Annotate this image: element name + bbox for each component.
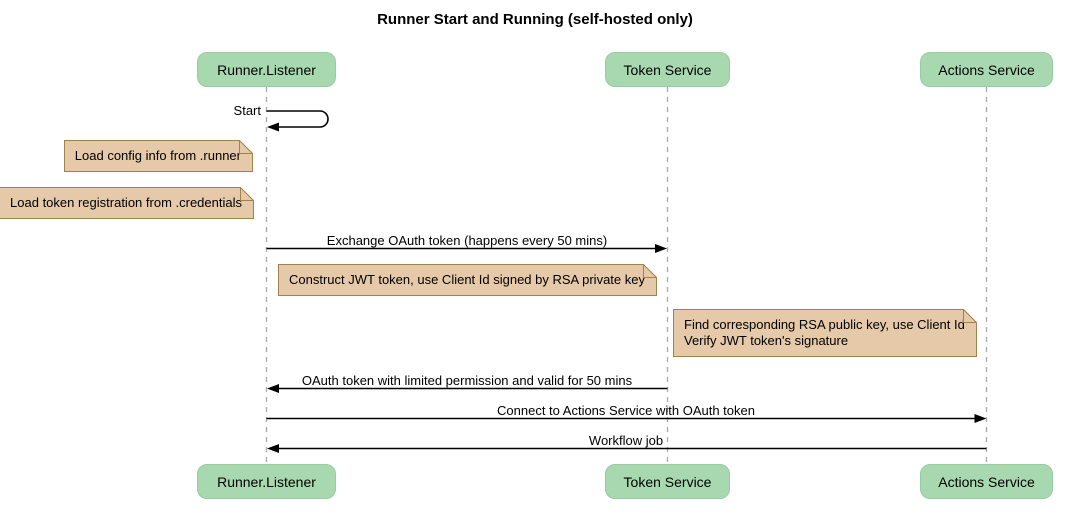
diagram-title: Runner Start and Running (self-hosted on…	[377, 11, 693, 28]
message-arrowhead-exchange-oauth-token	[655, 244, 667, 253]
participant-runner-listener-bottom: Runner.Listener	[197, 464, 336, 499]
note-fold-icon	[642, 264, 657, 278]
message-arrowhead-workflow-job	[267, 444, 279, 453]
note-load-config: Load config info from .runner	[63, 140, 253, 172]
message-label-exchange-oauth-token: Exchange OAuth token (happens every 50 m…	[326, 233, 608, 248]
note-verify-jwt-line2: Verify JWT token's signature	[684, 333, 849, 348]
participant-token-service-top: Token Service	[605, 52, 730, 87]
participant-actions-service-bottom: Actions Service	[920, 464, 1053, 499]
note-verify-jwt-line1: Find corresponding RSA public key, use C…	[684, 317, 965, 332]
note-fold-icon	[962, 309, 977, 323]
note-load-token-registration: Load token registration from .credential…	[0, 187, 254, 219]
note-construct-jwt: Construct JWT token, use Client Id signe…	[278, 264, 657, 296]
participant-actions-service-top: Actions Service	[920, 52, 1053, 87]
note-fold-icon	[239, 140, 253, 154]
message-label-oauth-token-return: OAuth token with limited permission and …	[301, 373, 633, 388]
note-verify-jwt: Find corresponding RSA public key, use C…	[673, 309, 977, 357]
message-arrowhead-connect-actions-service	[974, 414, 987, 423]
note-fold-icon	[240, 187, 254, 201]
self-message-arrowhead	[267, 122, 279, 132]
message-arrowhead-oauth-token-return	[267, 384, 279, 393]
note-load-config-text: Load config info from .runner	[74, 148, 241, 163]
message-label-workflow-job: Workflow job	[588, 433, 664, 448]
note-construct-jwt-text: Construct JWT token, use Client Id signe…	[289, 272, 645, 287]
self-message-loop	[266, 110, 329, 128]
message-label-start: Start	[233, 103, 261, 118]
participant-runner-listener-top: Runner.Listener	[197, 52, 336, 87]
participant-token-service-bottom: Token Service	[605, 464, 730, 499]
message-label-connect-actions-service: Connect to Actions Service with OAuth to…	[497, 403, 755, 418]
note-load-token-registration-text: Load token registration from .credential…	[10, 195, 242, 210]
